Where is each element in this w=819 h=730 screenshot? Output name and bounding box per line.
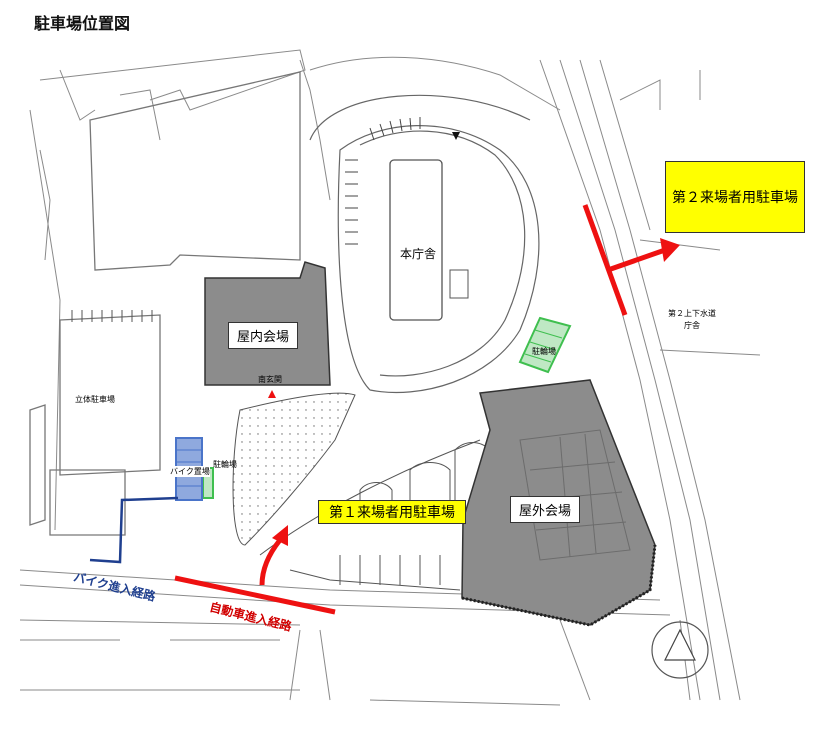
main-office-label: 本庁舎 — [400, 247, 437, 261]
dotted-lot — [232, 392, 356, 546]
indoor-venue-label: 屋内会場 — [228, 322, 299, 349]
street-linework — [19, 49, 761, 706]
bicycle-parking-south-label: 駐輪場 — [213, 460, 237, 469]
motorcycle-route-line — [89, 496, 179, 564]
roundabout — [651, 621, 709, 679]
south-entrance-marker-icon — [268, 390, 276, 398]
bicycle-parking-north-label: 駐輪場 — [532, 347, 556, 356]
main-office-building — [389, 159, 443, 321]
main-office-annex — [449, 269, 469, 299]
multistory-parking-label: 立体駐車場 — [75, 395, 115, 404]
car-route-arrow — [174, 525, 336, 615]
main-office-plaza — [309, 94, 540, 394]
south-entrance-label: 南玄関 — [258, 375, 282, 384]
outdoor-venue-label: 屋外会場 — [510, 496, 581, 523]
outdoor-venue-border — [461, 544, 657, 627]
multistory-parking-hatch — [71, 310, 153, 322]
sewerage-office-label: 第２上下水道 庁舎 — [668, 309, 716, 330]
page-title: 駐車場位置図 — [34, 14, 131, 33]
north-marker-icon — [452, 132, 460, 140]
plaza-stalls — [345, 117, 421, 245]
motorcycle-parking-label: バイク置場 — [170, 466, 210, 477]
lot1-label: 第１来場者用駐車場 — [318, 500, 466, 524]
lot2-label: 第２来場者用駐車場 — [665, 161, 805, 233]
block-outlines — [29, 71, 301, 536]
bicycle-parking-north — [518, 316, 572, 374]
lot2-route-arrow — [582, 204, 680, 316]
